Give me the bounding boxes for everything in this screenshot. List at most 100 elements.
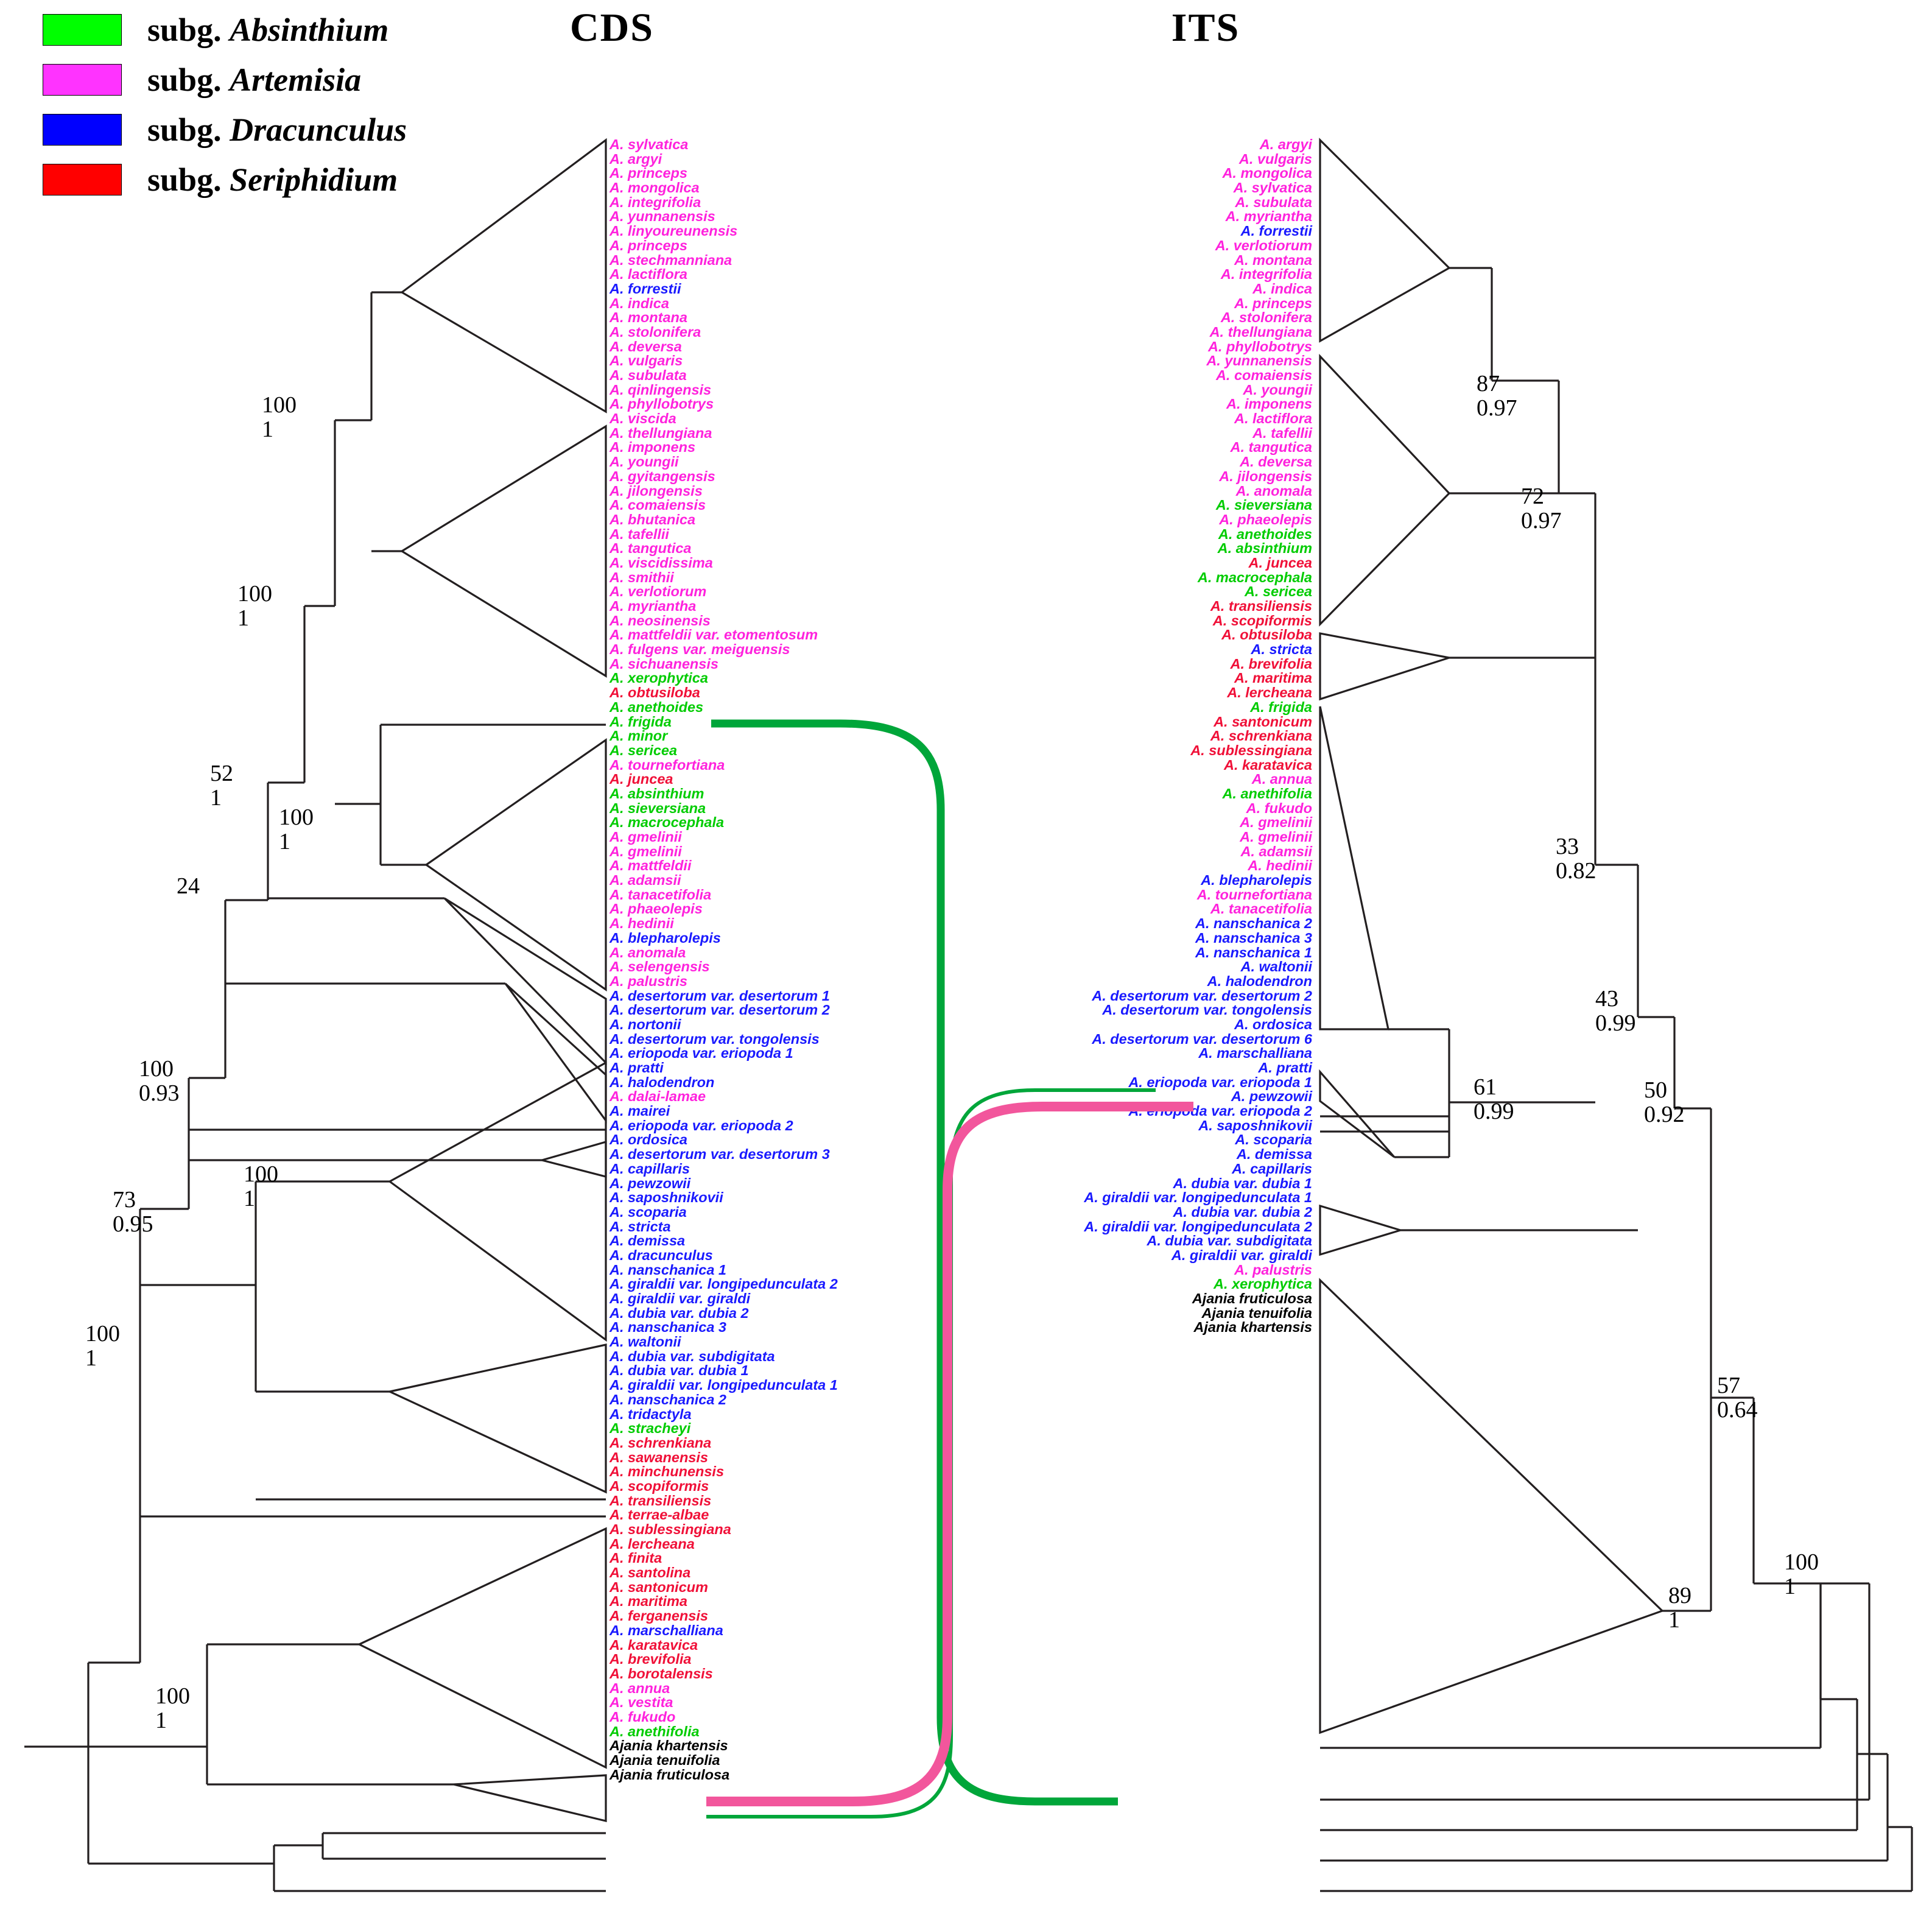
its-tip-label: A. demissa [1236, 1146, 1312, 1163]
cds-tip-label: Ajania khartensis [609, 1738, 728, 1754]
cds-tip-label: A. comaiensis [609, 497, 706, 513]
legend-swatch-dracunculus [43, 114, 122, 146]
cds-tip-label: A. pratti [609, 1060, 664, 1076]
its-posterior-value: 0.64 [1717, 1397, 1758, 1423]
legend-prefix-absinthium: subg. [147, 12, 222, 48]
its-tip-label: A. anethoides [1218, 526, 1312, 542]
cds-tip-label: A. argyi [609, 150, 662, 167]
its-tip-label: A. giraldii var. longipedunculata 1 [1084, 1189, 1312, 1206]
its-tip-label: A. adamsii [1240, 843, 1312, 859]
its-tip-label: A. imponens [1226, 396, 1312, 412]
cds-tip-label: A. nanschanica 2 [609, 1391, 726, 1407]
cds-tip-label: A. blepharolepis [609, 929, 721, 946]
its-posterior-value: 0.99 [1595, 1010, 1636, 1036]
cds-tip-label: A. thellungiana [609, 424, 712, 441]
its-tip-label: A. anomala [1235, 482, 1312, 499]
its-bootstrap-value: 72 [1521, 484, 1544, 509]
its-tip-label: A. annua [1251, 771, 1312, 787]
its-tip-label: A. lactiflora [1234, 410, 1312, 427]
cds-tip-label: A. finita [609, 1550, 662, 1566]
cds-tip-label: A. adamsii [609, 872, 681, 889]
cds-tip-label: A. minor [609, 728, 668, 744]
its-bootstrap-value: 50 [1644, 1077, 1667, 1103]
cds-tip-label: A. vestita [609, 1694, 673, 1711]
cds-bootstrap-value: 100 [85, 1321, 120, 1347]
its-tip-label: A. scopiformis [1212, 612, 1312, 629]
cds-tip-label: A. gyitangensis [609, 468, 715, 484]
cds-posterior-value: 1 [155, 1708, 167, 1733]
cds-tip-label: A. giraldii var. longipedunculata 1 [609, 1377, 838, 1393]
its-posterior-value: 0.82 [1556, 858, 1597, 884]
its-tip-label: A. sublessingiana [1190, 742, 1312, 758]
its-tip-label: A. youngii [1243, 381, 1312, 398]
its-tip-label: A. dubia var. dubia 1 [1173, 1175, 1312, 1191]
its-tip-label: A. tanacetifolia [1210, 901, 1312, 917]
legend-swatch-absinthium [43, 14, 122, 46]
cds-tip-label: A. dubia var. dubia 2 [609, 1305, 749, 1321]
cds-tip-label: A. phyllobotrys [609, 396, 714, 412]
cds-posterior-value: 1 [279, 829, 290, 854]
cds-tip-label: A. nanschanica 1 [609, 1261, 726, 1278]
cds-tip-label: A. indica [609, 295, 669, 311]
its-tip-label: A. eriopoda var. eriopoda 2 [1128, 1103, 1312, 1119]
its-tip-label: A. tangutica [1230, 439, 1312, 456]
its-tip-label: A. blepharolepis [1201, 872, 1312, 889]
cds-tip-label: A. macrocephala [609, 814, 725, 831]
cds-tip-label: A. capillaris [609, 1160, 690, 1177]
cds-tip-label: A. linyoureunensis [609, 223, 738, 239]
its-tip-label: A. tournefortiana [1196, 886, 1312, 903]
cds-tip-label: A. sublessingiana [609, 1521, 731, 1537]
cds-tip-label: A. palustris [609, 973, 687, 989]
its-bootstrap-value: 33 [1556, 834, 1579, 859]
cds-tip-label: A. verlotiorum [609, 583, 707, 600]
cds-bootstrap-value: 100 [262, 392, 297, 418]
its-tip-label: A. dubia var. subdigitata [1147, 1233, 1312, 1249]
its-bootstrap-value: 43 [1595, 986, 1618, 1012]
cds-tip-label: A. dracunculus [609, 1247, 713, 1263]
cds-tip-label: A. sichuanensis [609, 655, 718, 672]
its-tip-label: A. fukudo [1246, 800, 1312, 816]
cds-tip-label: A. scoparia [609, 1203, 687, 1220]
its-tip-label: A. nanschanica 2 [1195, 915, 1312, 932]
cds-bootstrap-value: 100 [279, 805, 314, 830]
its-tip-label: A. indica [1252, 280, 1312, 297]
its-tip-label: A. xerophytica [1214, 1276, 1312, 1292]
its-tip-label: A. hedinii [1248, 857, 1312, 874]
its-tip-label: A. gmelinii [1240, 814, 1312, 831]
its-tip-label: A. scoparia [1235, 1132, 1312, 1148]
cds-tip-label: A. absinthium [609, 785, 704, 801]
its-tip-label: A. transiliensis [1210, 598, 1312, 614]
cds-posterior-value: 1 [210, 785, 222, 811]
its-bootstrap-value: 89 [1668, 1583, 1691, 1608]
its-tip-label: Ajania tenuifolia [1201, 1305, 1313, 1321]
cds-tip-label: A. santolina [609, 1565, 691, 1581]
cds-tip-label: A. lactiflora [609, 266, 687, 283]
cds-tip-label: A. nortonii [609, 1016, 681, 1032]
cds-tip-label: A. sawanensis [609, 1449, 708, 1465]
legend-name-dracunculus: Dracunculus [230, 111, 407, 148]
cds-tip-label: A. imponens [609, 439, 696, 456]
its-tip-label: A. argyi [1259, 136, 1312, 152]
subgenus-legend: subg. Absinthium subg. Artemisia subg. D… [43, 5, 505, 205]
legend-swatch-artemisia [43, 64, 122, 96]
cds-tip-label: A. halodendron [609, 1074, 715, 1090]
its-tip-label: A. waltonii [1240, 959, 1313, 975]
cds-tip-label: A. dubia var. dubia 1 [609, 1362, 749, 1379]
its-tip-label: A. phaeolepis [1219, 511, 1312, 527]
cds-tip-label: A. maritima [609, 1593, 687, 1610]
cds-tip-label: A. borotalensis [609, 1665, 713, 1681]
cds-tip-label: A. integrifolia [609, 194, 701, 210]
legend-swatch-seriphidium [43, 164, 122, 195]
cds-tip-label: A. gmelinii [609, 829, 682, 845]
cds-tip-label: A. fukudo [609, 1708, 676, 1725]
cds-tip-label: A. saposhnikovii [609, 1189, 723, 1206]
its-bootstrap-value: 61 [1474, 1074, 1497, 1100]
cds-posterior-value: 1 [85, 1345, 97, 1371]
